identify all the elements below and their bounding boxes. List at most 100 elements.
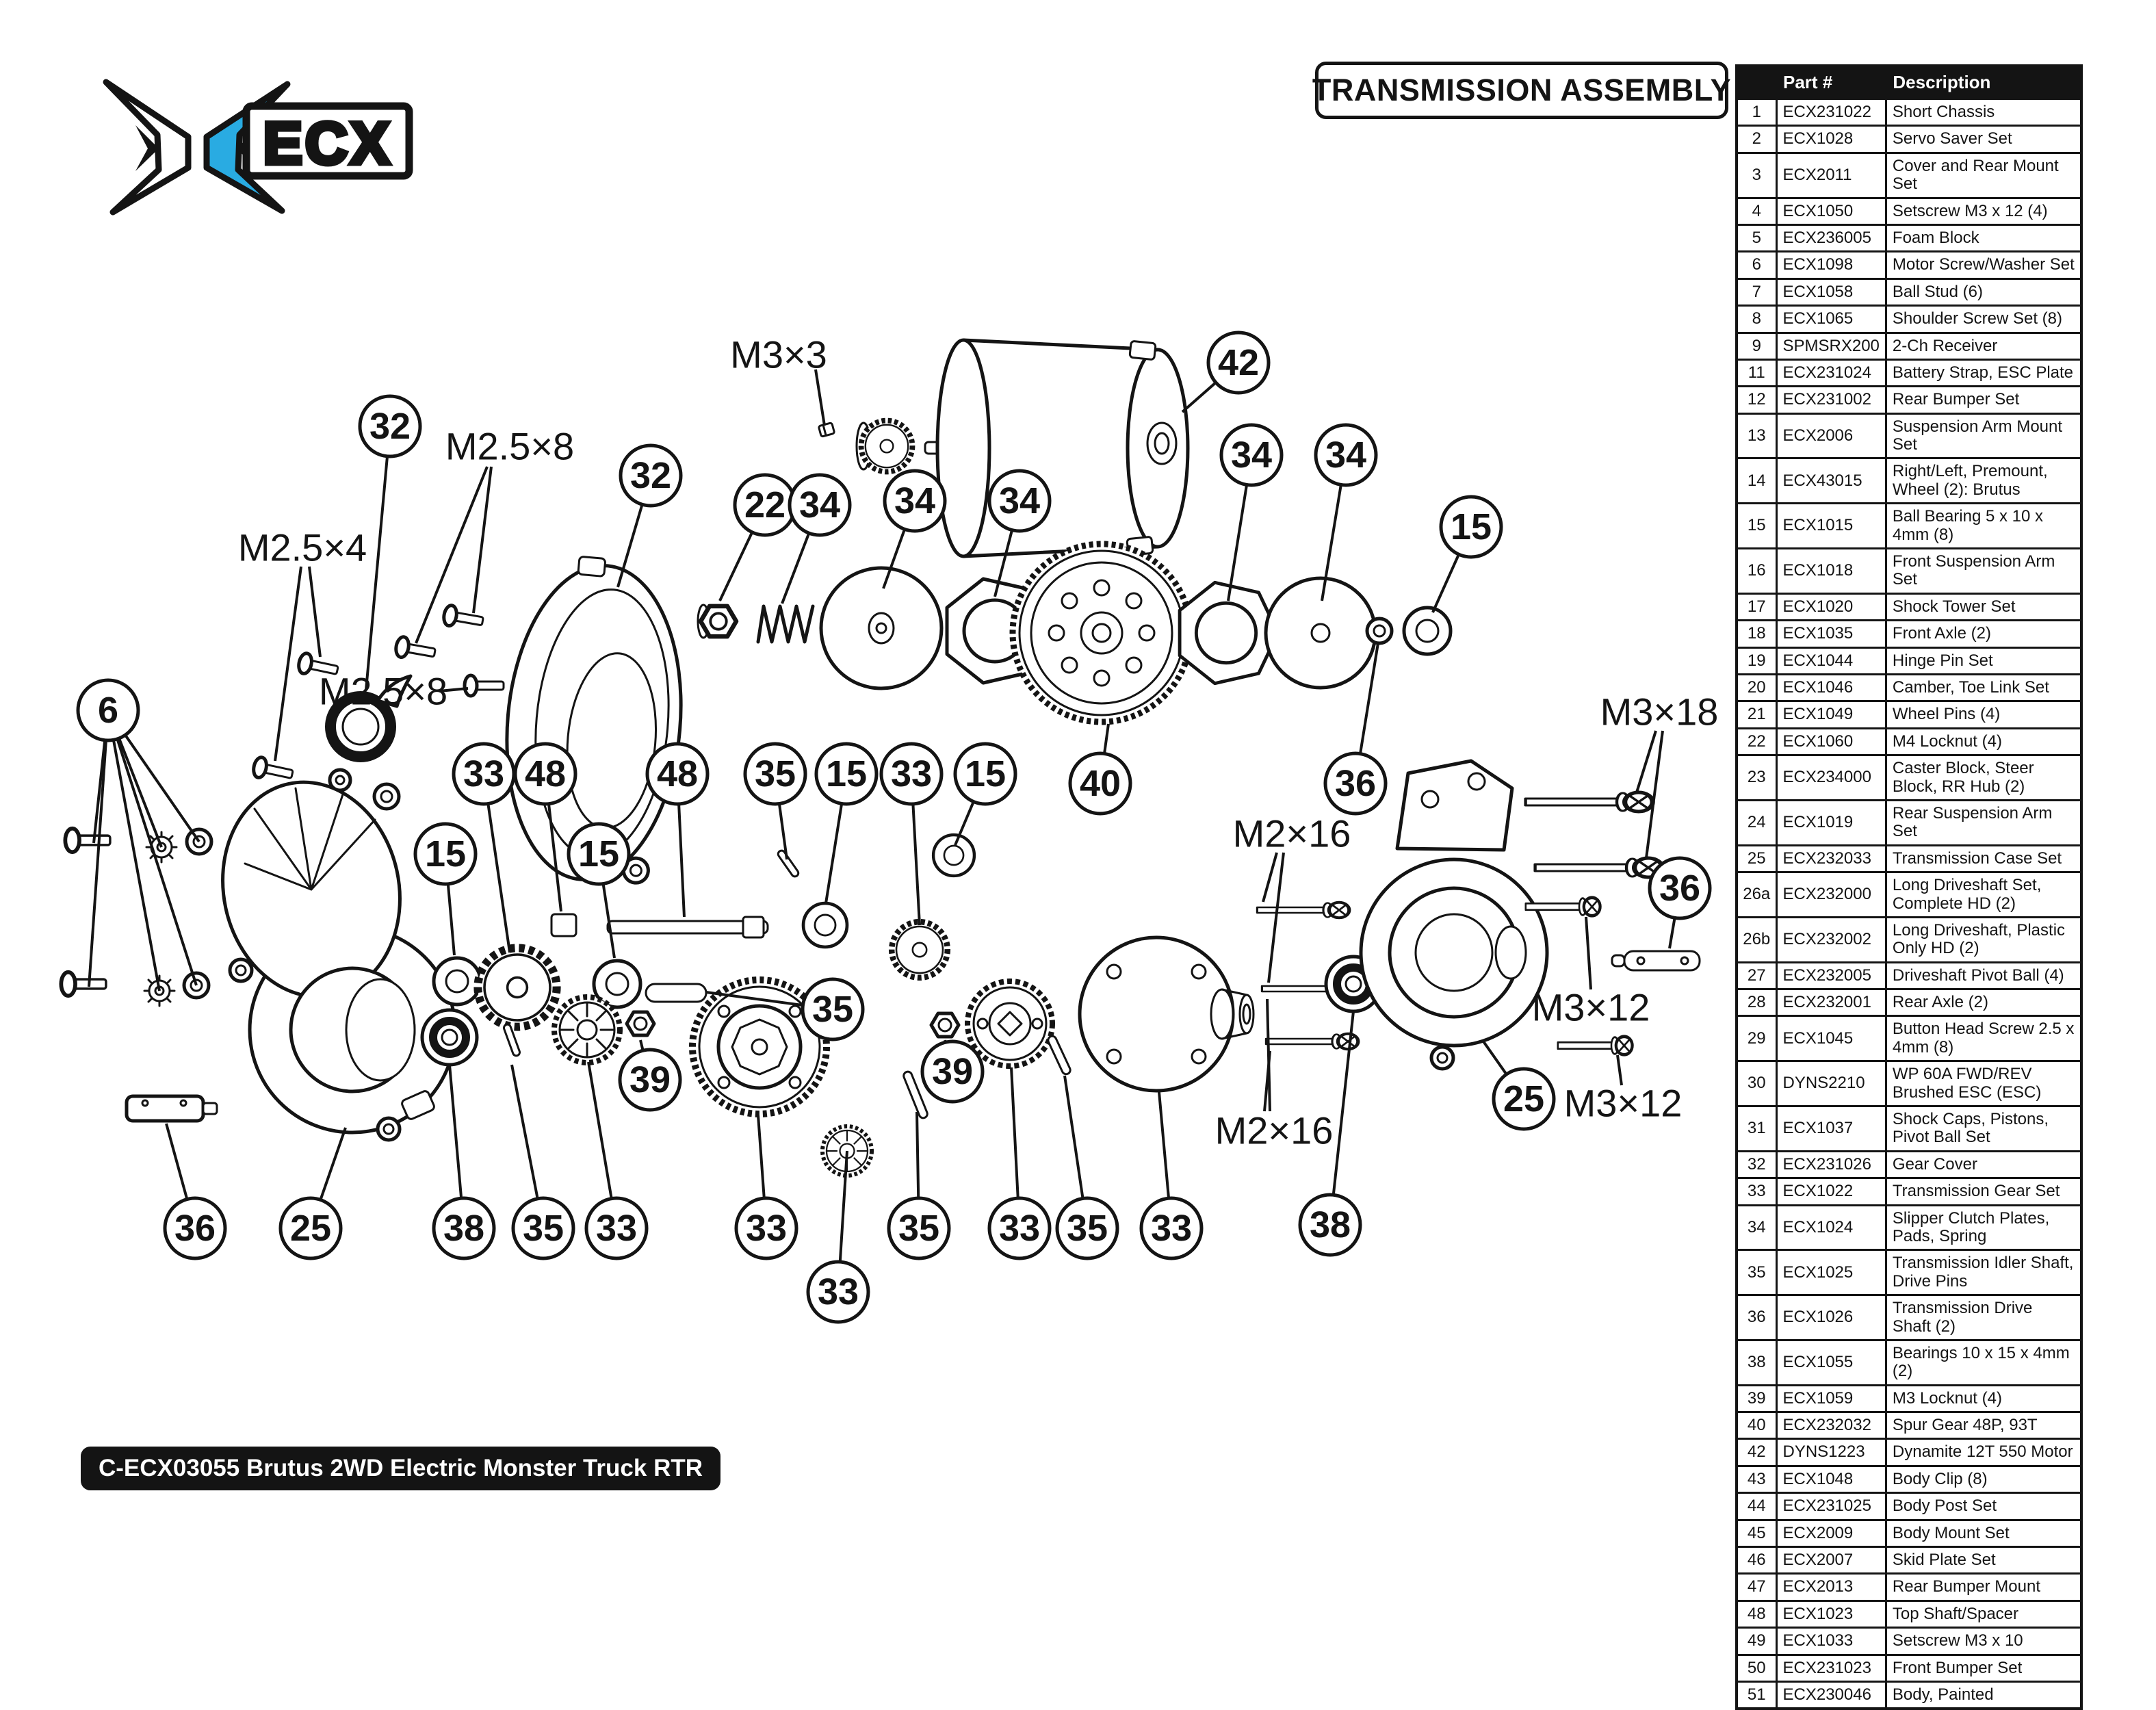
svg-text:15: 15 [578,833,619,875]
table-cell: M3 Locknut (4) [1886,1385,2081,1412]
table-cell: Motor Screw/Washer Set [1886,252,2081,278]
table-cell: 24 [1737,800,1776,845]
svg-text:15: 15 [425,833,466,875]
svg-text:35: 35 [898,1208,939,1249]
svg-text:33: 33 [1151,1208,1192,1249]
table-cell: Hinge Pin Set [1886,647,2081,674]
svg-text:36: 36 [174,1208,216,1249]
table-cell: Long Driveshaft Set, Complete HD (2) [1886,872,2081,918]
svg-text:42: 42 [1218,342,1259,383]
table-cell: ECX1046 [1776,674,1886,701]
table-cell: Body Clip (8) [1886,1466,2081,1492]
table-cell: ECX230046 [1776,1682,1886,1709]
table-cell: 46 [1737,1547,1776,1574]
table-cell: Skid Plate Set [1886,1547,2081,1574]
table-cell: 34 [1737,1205,1776,1250]
callout-42: 42 [1182,333,1269,412]
table-cell: 13 [1737,413,1776,458]
svg-text:33: 33 [463,753,504,794]
svg-text:39: 39 [629,1059,671,1100]
table-cell: 35 [1737,1250,1776,1295]
table-cell: ECX1045 [1776,1016,1886,1061]
table-cell: ECX232002 [1776,917,1886,962]
table-cell: Transmission Idler Shaft, Drive Pins [1886,1250,2081,1295]
table-cell: 36 [1737,1295,1776,1340]
table-cell: ECX231022 [1776,99,1886,126]
table-cell: ECX1033 [1776,1628,1886,1655]
svg-text:M2×16: M2×16 [1215,1109,1334,1152]
callout-35: 35 [745,744,805,859]
table-cell: 6 [1737,252,1776,278]
callout-33: 33 [808,1151,868,1322]
callout-35: 35 [889,1112,949,1258]
table-cell: Body Post Set [1886,1493,2081,1520]
diff-housing-drawing [1080,937,1254,1091]
table-cell: ECX1022 [1776,1178,1886,1205]
table-cell: 19 [1737,647,1776,674]
parts-table-header: Part # Description [1737,66,2081,99]
ecx-logo: ECX [41,31,452,250]
table-cell: 22 [1737,728,1776,755]
table-cell: 26b [1737,917,1776,962]
table-cell: 17 [1737,593,1776,620]
table-cell: ECX1026 [1776,1295,1886,1340]
table-cell: Long Driveshaft, Plastic Only HD (2) [1886,917,2081,962]
fastener-label: M3×3 [730,333,827,426]
slipper-spring [758,606,813,642]
table-cell: Rear Bumper Mount [1886,1574,2081,1601]
table-cell: 5 [1737,224,1776,251]
table-cell: 38 [1737,1340,1776,1385]
table-cell: Button Head Screw 2.5 x 4mm (8) [1886,1016,2081,1061]
fastener-label: M2.5×8 [319,670,468,713]
svg-text:M3×3: M3×3 [730,333,827,376]
table-cell: ECX1044 [1776,647,1886,674]
table-cell: Top Shaft/Spacer [1886,1601,2081,1627]
table-cell: ECX231002 [1776,387,1886,413]
callout-36: 36 [165,1124,225,1258]
svg-text:34: 34 [999,480,1040,521]
table-cell: 48 [1737,1601,1776,1627]
table-cell: ECX1049 [1776,701,1886,728]
svg-text:M2.5×8: M2.5×8 [445,425,574,468]
table-cell: ECX231026 [1776,1151,1886,1178]
table-cell: ECX232033 [1776,845,1886,872]
table-cell: ECX1015 [1776,504,1886,549]
svg-text:M3×18: M3×18 [1600,690,1719,734]
model-label: C-ECX03055 Brutus 2WD Electric Monster T… [81,1447,720,1490]
callout-35: 35 [512,1065,573,1258]
svg-text:38: 38 [1310,1204,1351,1245]
table-cell: 50 [1737,1655,1776,1681]
svg-text:33: 33 [891,753,932,794]
table-cell: Transmission Case Set [1886,845,2081,872]
table-cell: 8 [1737,306,1776,333]
table-cell: 25 [1737,845,1776,872]
m3x18-screw [1535,858,1663,877]
table-cell: 23 [1737,755,1776,801]
table-cell: ECX232000 [1776,872,1886,918]
table-cell: ECX234000 [1776,755,1886,801]
table-cell: ECX1020 [1776,593,1886,620]
table-cell: Camber, Toe Link Set [1886,674,2081,701]
svg-text:34: 34 [799,484,840,526]
m3x12-screw [1558,1037,1633,1055]
table-cell: 12 [1737,387,1776,413]
table-cell: ECX1065 [1776,306,1886,333]
callout-15: 15 [1433,497,1501,612]
callout-33: 33 [881,744,941,925]
table-cell: ECX43015 [1776,458,1886,504]
callout-38: 38 [434,1065,494,1258]
svg-text:M2.5×8: M2.5×8 [319,670,447,713]
